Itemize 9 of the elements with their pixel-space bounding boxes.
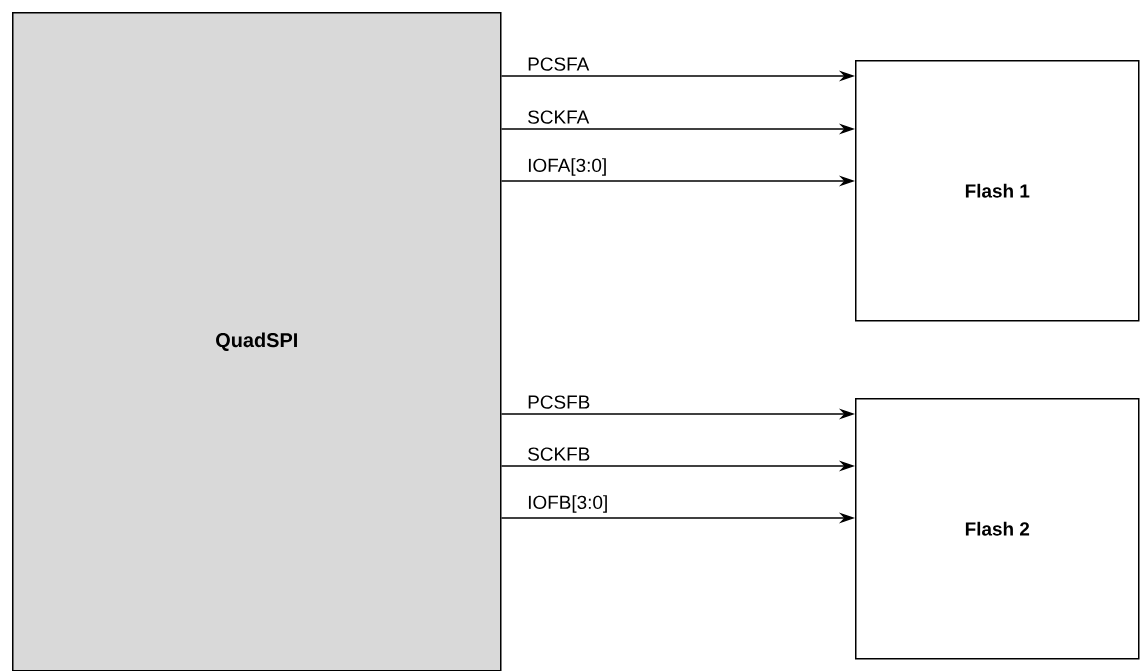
edge-label: PCSFA [528,57,590,71]
controller-block: QuadSPI [12,12,502,671]
edge-label: SCKFB [528,447,590,461]
edge-label: IOFA[3:0] [528,158,606,176]
edge-label: IOFB[3:0] [528,495,607,513]
memory-box: Flash 2 [855,398,1140,660]
memory-box: Flash 1 [855,60,1140,322]
edge-label: SCKFA [528,110,590,124]
edge-label: PCSFB [528,395,590,409]
